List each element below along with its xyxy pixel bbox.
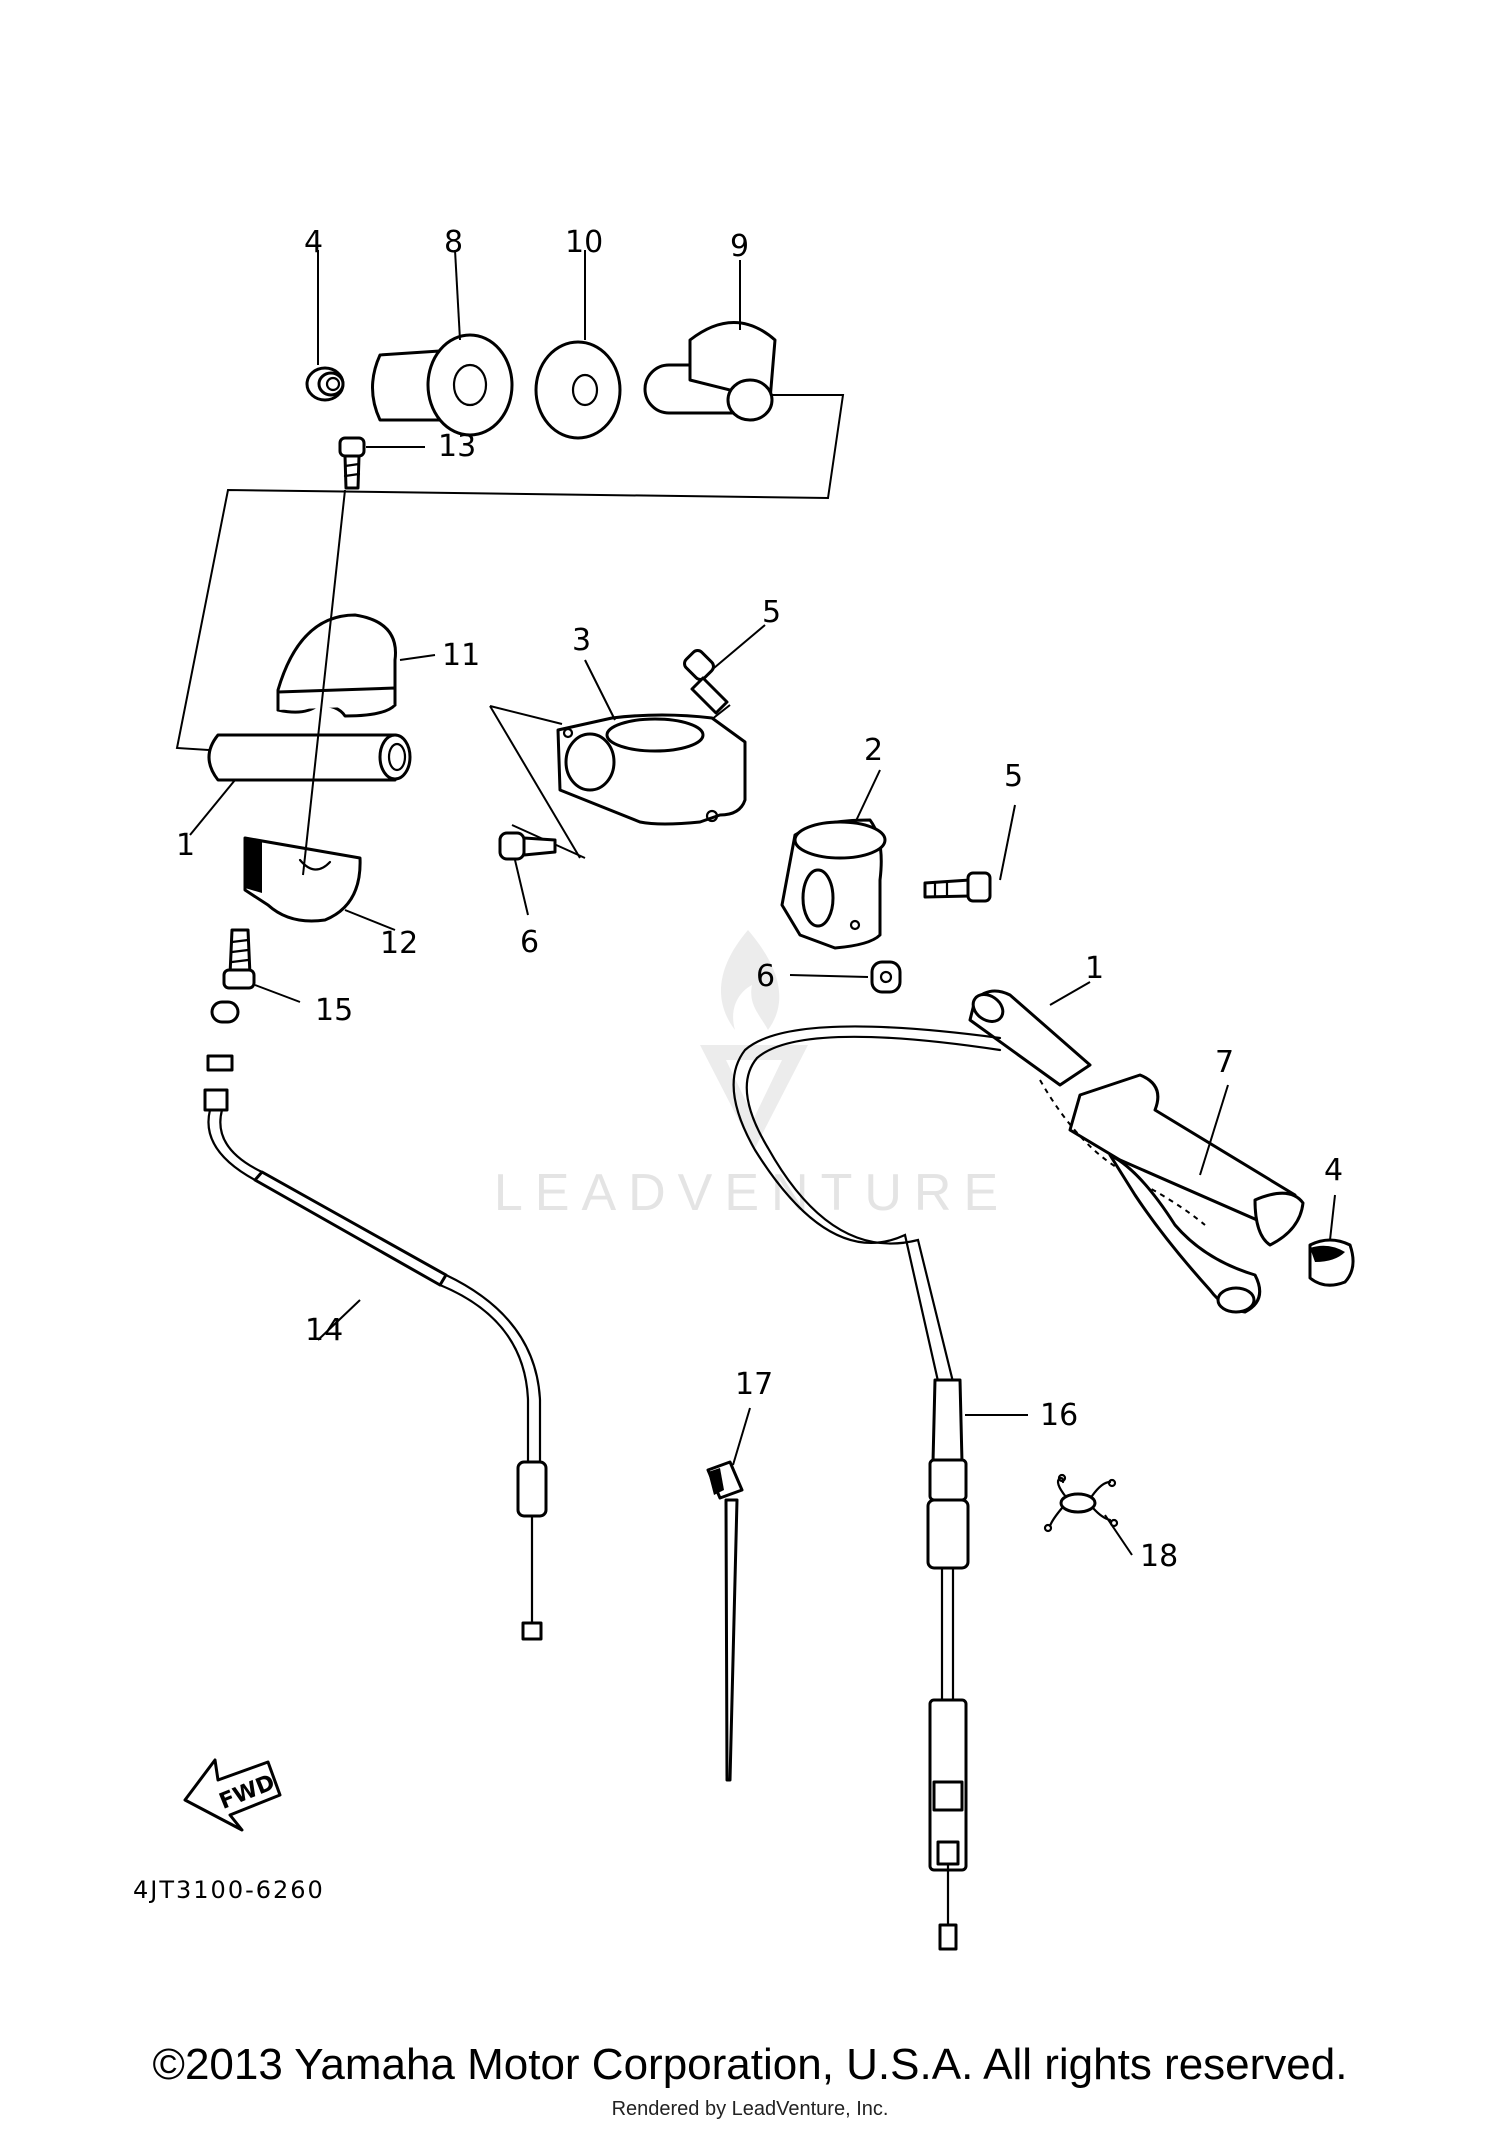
- lower-clamp-part-12: [243, 836, 362, 923]
- washer-part-10: [534, 340, 622, 440]
- bar-end-cap-upper: [305, 366, 345, 402]
- screw-part-6-right: [870, 960, 902, 994]
- bolt-part-5-upper: [683, 649, 729, 715]
- callout-4-lower: 4: [1324, 1153, 1343, 1188]
- copyright-notice: ©2013 Yamaha Motor Corporation, U.S.A. A…: [152, 2040, 1348, 2089]
- bar-end-cap-lower: [1308, 1238, 1355, 1287]
- callout-16: 16: [1040, 1398, 1078, 1433]
- upper-clamp-part-11: [276, 613, 397, 718]
- callout-1-right: 1: [1085, 951, 1104, 986]
- part-callouts: 4 8 10 9 13 11 3 5 1 12 6 2 5 6 1 7 4 15…: [176, 225, 1343, 1574]
- callout-3: 3: [572, 623, 591, 658]
- handlebar-part-1-left: [207, 733, 412, 782]
- clamp-holder-part-3: [556, 713, 747, 826]
- callout-5-upper: 5: [762, 595, 781, 630]
- adjuster-nuts: [203, 1000, 240, 1112]
- watermark-text: LEADVENTURE: [494, 1164, 1010, 1222]
- fwd-arrow-icon: FWD: [183, 1758, 282, 1832]
- rendered-by-note: Rendered by LeadVenture, Inc.: [611, 2098, 889, 2120]
- throttle-grip-part-9: [643, 321, 777, 422]
- callout-11: 11: [442, 638, 480, 673]
- handlebar-part-1-right: [968, 989, 1092, 1087]
- callout-17: 17: [735, 1367, 773, 1402]
- throttle-housing-part-2: [780, 818, 887, 950]
- screw-part-13: [338, 436, 366, 490]
- leader-lines: [189, 249, 1336, 1556]
- diagram-code: 4JT3100-6260: [133, 1876, 325, 1904]
- cable-tie-part-17: [706, 1460, 744, 1782]
- callout-6-left: 6: [520, 925, 539, 960]
- bolt-part-5-lower: [923, 871, 992, 903]
- callout-4-upper: 4: [304, 225, 323, 260]
- callout-1-left: 1: [176, 828, 195, 863]
- callout-2: 2: [864, 733, 883, 768]
- watermark-v-icon: [700, 1045, 808, 1150]
- callout-5-lower: 5: [1004, 759, 1023, 794]
- watermark-flame-icon: [720, 930, 780, 1030]
- callout-13: 13: [438, 429, 476, 464]
- clip-part-18: [1043, 1473, 1119, 1533]
- screw-part-6-left: [498, 831, 557, 861]
- callout-12: 12: [380, 926, 418, 961]
- grip-part-7: [1039, 1073, 1305, 1314]
- callout-14: 14: [305, 1313, 343, 1348]
- clutch-cable-part-14: [207, 1108, 548, 1641]
- grip-part-8: [371, 333, 514, 437]
- callout-8: 8: [444, 225, 463, 260]
- callout-10: 10: [565, 225, 603, 260]
- callout-15: 15: [315, 993, 353, 1028]
- throttle-cable-part-16: [732, 1025, 1002, 1951]
- callout-18: 18: [1140, 1539, 1178, 1574]
- callout-9: 9: [730, 229, 749, 264]
- bolt-part-15: [222, 928, 256, 990]
- callout-7: 7: [1215, 1045, 1234, 1080]
- watermark: LEADVENTURE: [494, 930, 1010, 1222]
- callout-6-right: 6: [756, 959, 775, 994]
